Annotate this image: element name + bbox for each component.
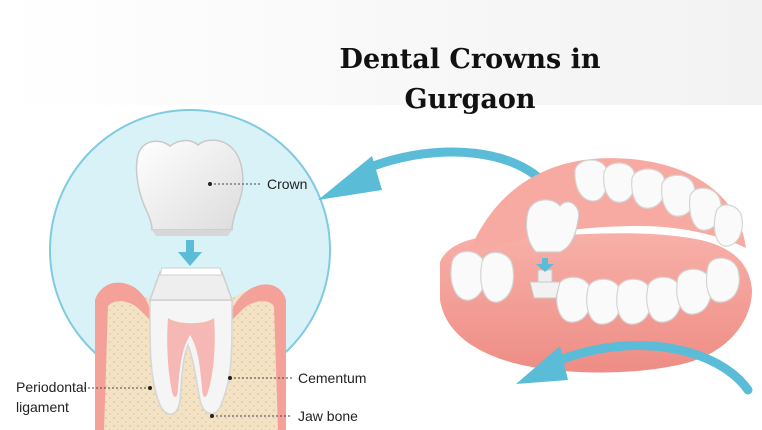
header-band [0, 0, 762, 105]
label-cementum: Cementum [298, 370, 366, 386]
label-periodontal-2: ligament [16, 399, 69, 415]
page-title: Dental Crowns in Gurgaon [300, 40, 640, 120]
leader-dots [148, 182, 232, 418]
leader-lines [80, 183, 292, 417]
title-line-1: Dental Crowns in [339, 44, 601, 75]
crown-icon [135, 139, 244, 236]
title-line-2: Gurgaon [404, 84, 536, 115]
curved-arrow-bottom-icon [516, 341, 753, 395]
jaw-icon [440, 158, 752, 373]
label-jaw-bone: Jaw bone [298, 408, 358, 424]
label-crown: Crown [267, 176, 307, 192]
curved-arrow-icon [318, 147, 553, 200]
arrow-down-icon [178, 240, 202, 266]
label-periodontal-1: Periodontal [16, 379, 87, 395]
tooth-cross-section [95, 267, 286, 430]
